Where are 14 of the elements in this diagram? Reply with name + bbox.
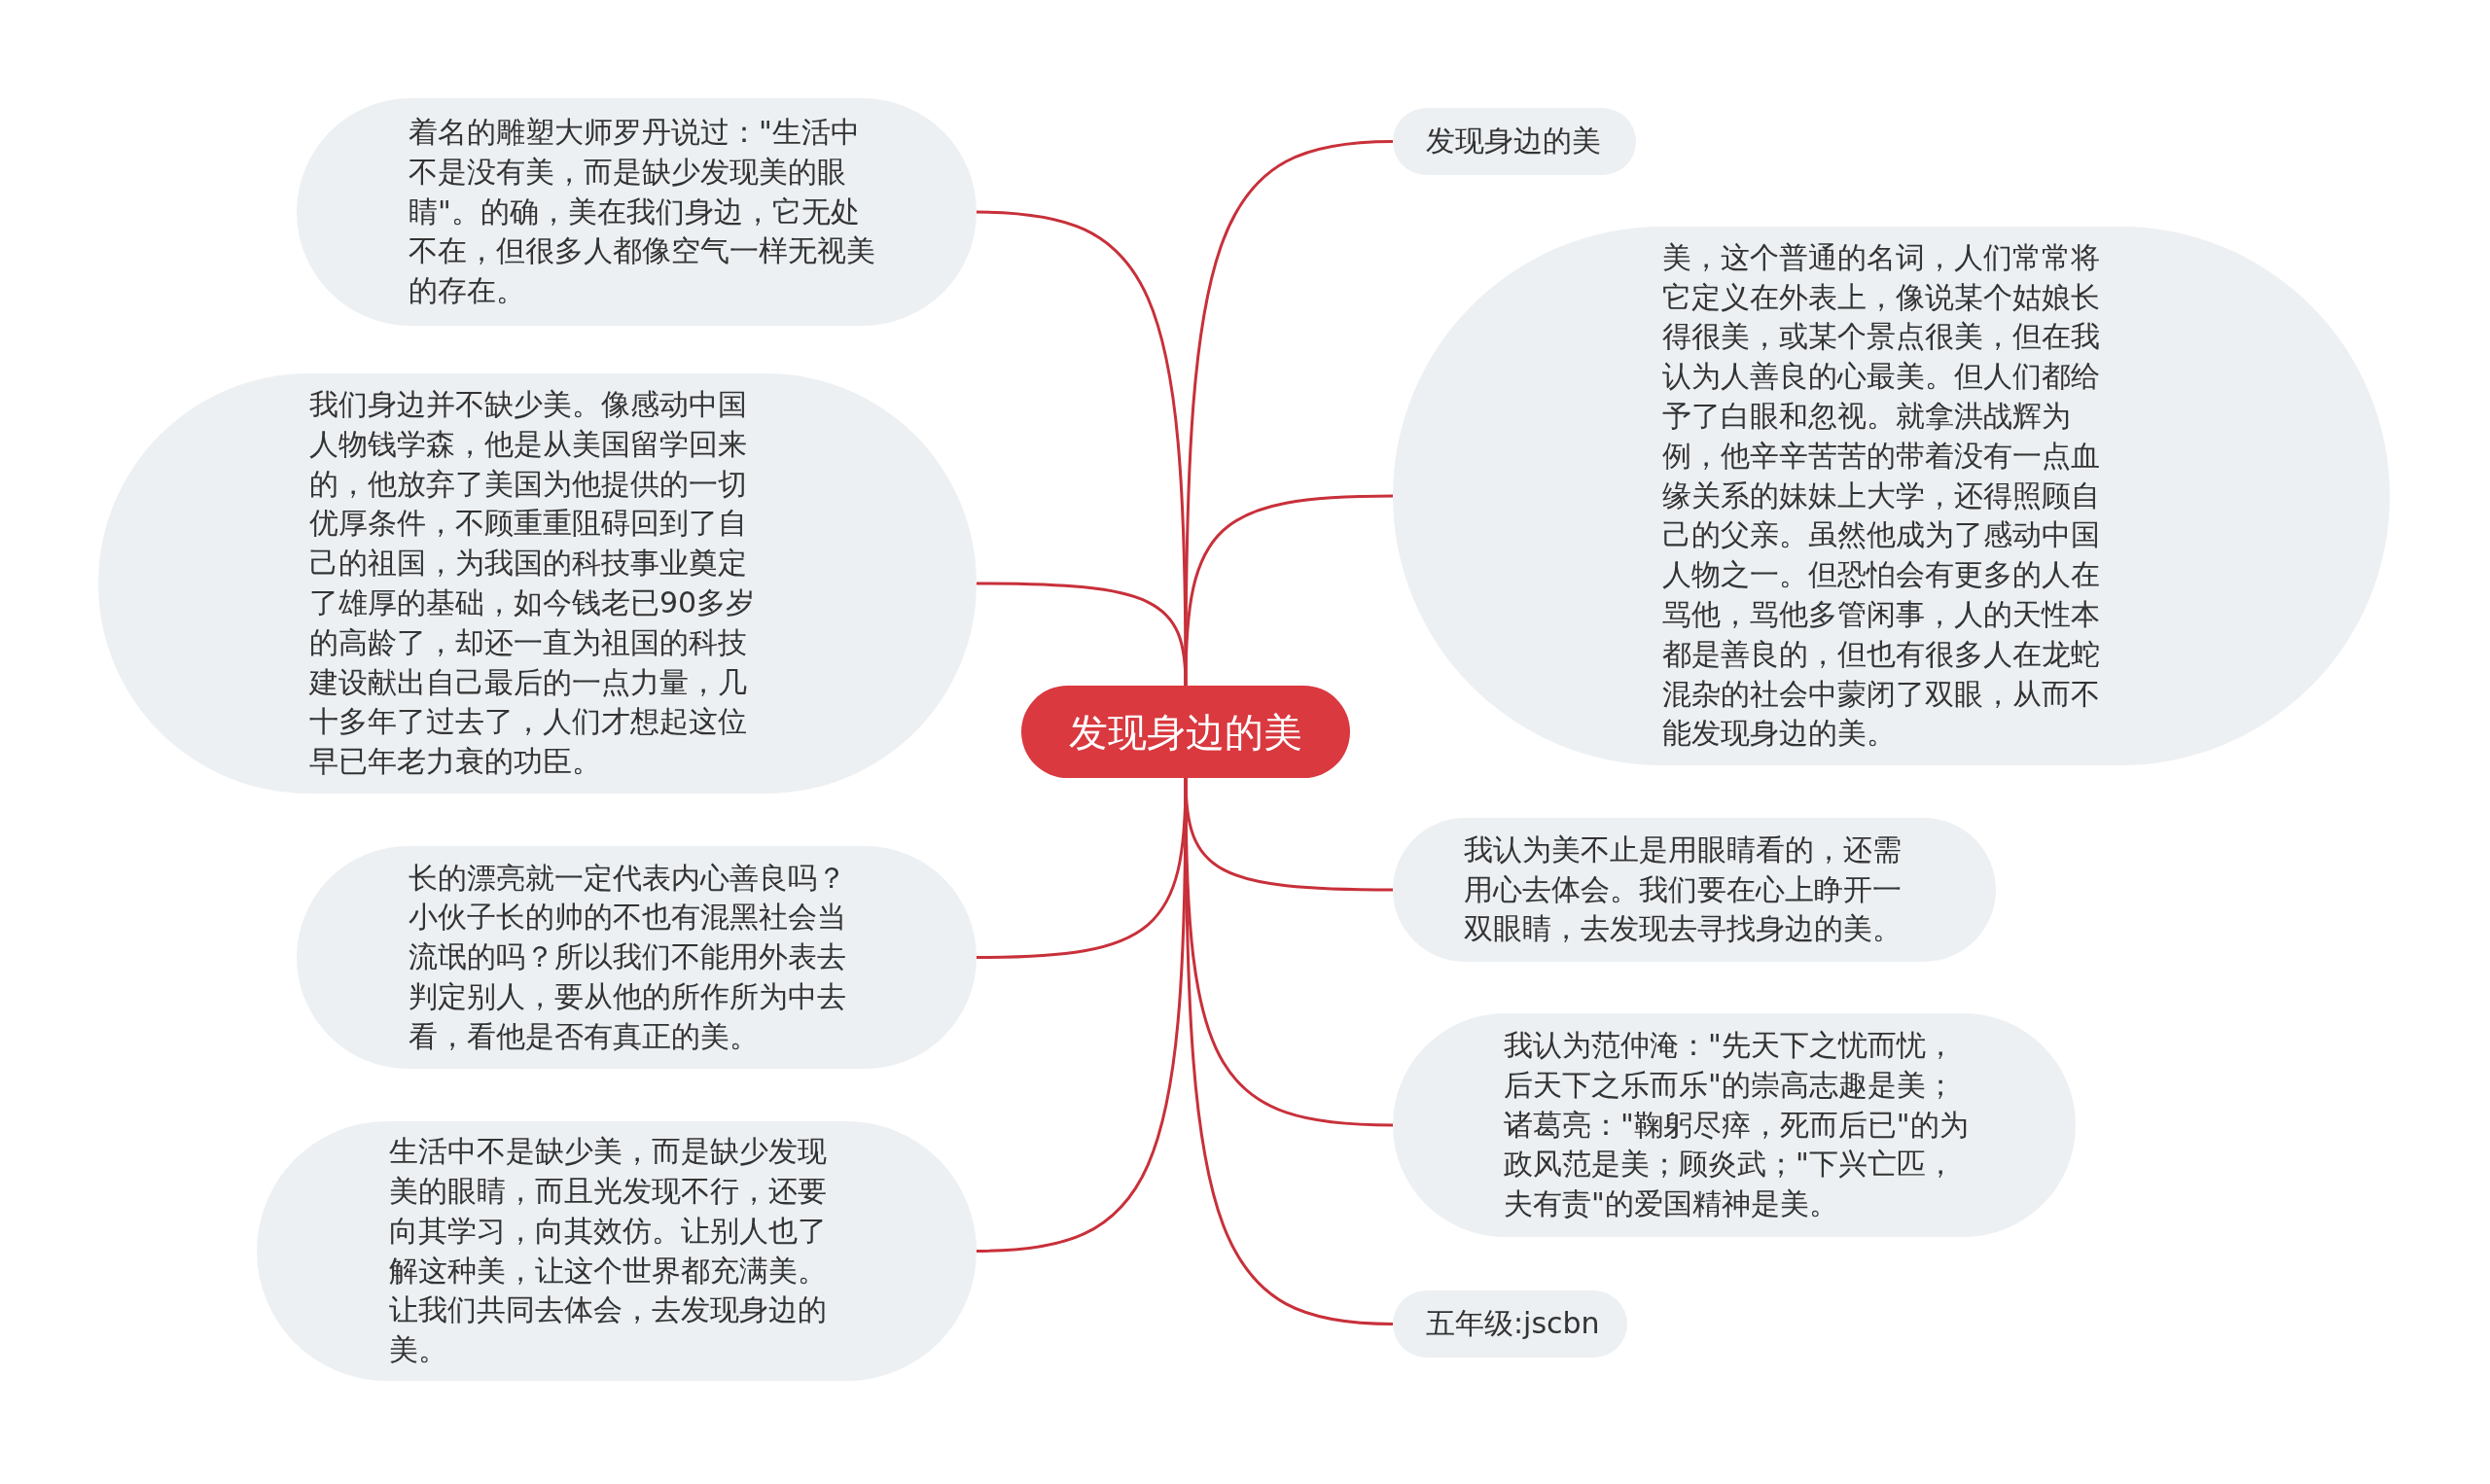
topic-title: 发现身边的美 bbox=[1069, 708, 1302, 757]
branch-line bbox=[977, 582, 1188, 687]
topic-text: 美，这个普通的名词，人们常常将它定义在外表上，像说某个姑娘长得很美，或某个景点很美，但在我认为人善良的心最美。但人们都给予了白眼和忽视。就拿洪战辉为例，他辛辛苦苦的带着没有一点血缘关系的妹妹上大学，还得照顾自己的父亲。虽然他成为了感动中国人物之一。但恐怕会有更多的人在骂他，骂他多管闲事，人的天性本都是善良的，但也有很多人在龙蛇混杂的社会中蒙闭了双眼，从而不能发现身边的美。 bbox=[1662, 238, 2101, 753]
topic-text: 着名的雕塑大师罗丹说过："生活中不是没有美，而是缺少发现美的眼睛"。的确，美在我们身边，它无处不在，但很多人都像空气一样无视美的存在。 bbox=[409, 114, 875, 310]
branch-line bbox=[976, 778, 1188, 1253]
topic-text: 发现身边的美 bbox=[1426, 123, 1602, 160]
topic-text: 五年级:jscbn bbox=[1426, 1305, 1601, 1343]
topic-text: 生活中不是缺少美，而是缺少发现美的眼睛，而且光发现不行，还要向其学习，向其效仿。让别人也了解这种美，让这个世界都充满美。让我们共同去体会，去发现身边的美。 bbox=[389, 1133, 828, 1369]
topic-text: 我认为范仲淹："先天下之忧而忧，后天下之乐而乐"的崇高志趣是美；诸葛亮："鞠躬尽瘁，死而后已"的为政风范是美；顾炎武；"下兴亡匹，夫有责"的爱国精神是美。 bbox=[1504, 1027, 1970, 1223]
topic-text: 我们身边并不缺少美。像感动中国人物钱学森，他是从美国留学回来的，他放弃了美国为他提供的一切优厚条件，不顾重重阻碍回到了自己的祖国，为我国的科技事业奠定了雄厚的基础，如今钱老已90多岁的高龄了，却还一直为祖国的科技建设献出自己最后的一点力量，几十多年了过去了，人们才想起这位早已年老力衰的功臣。 bbox=[309, 386, 757, 781]
topic-text: 长的漂亮就一定代表内心善良吗？小伙子长的帅的不也有混黑社会当流氓的吗？所以我们不能用外表去判定别人，要从他的所作所为中去看，看他是否有真正的美。 bbox=[409, 859, 847, 1055]
topic-text: 我认为美不止是用眼睛看的，还需用心去体会。我们要在心上睁开一双眼睛，去发现去寻找身边的美。 bbox=[1464, 830, 1903, 948]
branch-line bbox=[1184, 778, 1394, 1325]
branch-line bbox=[1184, 494, 1394, 687]
